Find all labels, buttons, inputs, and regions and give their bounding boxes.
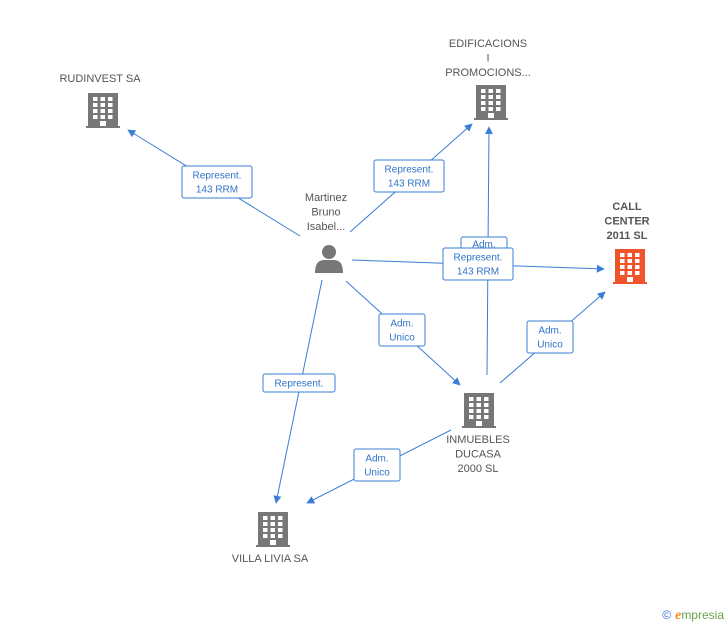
edge-label-text: Represent. [275, 379, 324, 390]
edge-inmuebles-callcenter: Adm. Unico [499, 291, 606, 384]
brand-name: mpresia [681, 608, 724, 622]
node-label: I [486, 53, 489, 65]
node-label: 2011 SL [607, 230, 648, 242]
edge-label-box[interactable] [442, 247, 514, 281]
node-edificacions[interactable]: EDIFICACIONS I PROMOCIONS... [445, 38, 531, 120]
edge-label-box[interactable] [373, 159, 445, 193]
edge-label-text: Unico [364, 468, 390, 479]
edge-label-box[interactable] [378, 313, 426, 347]
edge-label-text: Represent. [385, 165, 434, 176]
edge-label-text: Adm. [472, 240, 495, 251]
node-label: EDIFICACIONS [449, 38, 527, 50]
edge-label-text: 143 RRM [196, 185, 238, 196]
edge-label-box[interactable] [262, 373, 336, 393]
person-icon[interactable] [315, 245, 343, 273]
edge-martinez-edificacions: Represent. 143 RRM [349, 123, 473, 233]
building-icon[interactable] [474, 85, 508, 120]
edge-inmuebles-villalivia: Adm. Unico [306, 429, 452, 504]
edge-martinez-villalivia: Represent. [262, 279, 336, 504]
building-icon[interactable] [86, 93, 120, 128]
edge-label-box[interactable] [353, 448, 401, 482]
node-callcenter[interactable]: CALL CENTER 2011 SL [604, 201, 650, 284]
node-inmuebles[interactable]: INMUEBLES DUCASA 2000 SL [446, 393, 510, 475]
node-label: 2000 SL [458, 463, 499, 475]
edge-label-text: Represent. [193, 171, 242, 182]
node-label: RUDINVEST SA [59, 73, 141, 85]
edge-label-text: Unico [389, 333, 415, 344]
building-icon[interactable] [613, 249, 647, 284]
footer-brand: ©empresia [662, 608, 724, 624]
node-label: CALL [612, 201, 642, 213]
edge-label-box[interactable] [181, 165, 253, 199]
edge-label-text: Unico [537, 340, 563, 351]
node-rudinvest[interactable]: RUDINVEST SA [59, 73, 141, 128]
edge-label-box[interactable] [526, 320, 574, 354]
edge-label-text: Adm. [365, 454, 388, 465]
node-label: Bruno [311, 207, 340, 219]
building-icon[interactable] [462, 393, 496, 428]
node-villalivia[interactable]: VILLA LIVIA SA [232, 512, 309, 565]
node-label: CENTER [604, 216, 649, 228]
node-label: INMUEBLES [446, 434, 510, 446]
node-label: VILLA LIVIA SA [232, 553, 309, 565]
node-label: Martinez [305, 192, 347, 204]
node-label: PROMOCIONS... [445, 67, 531, 79]
node-label: DUCASA [455, 449, 502, 461]
nodes-layer: RUDINVEST SA EDIFICACIONS I PROMOCIONS... CA… [59, 38, 649, 565]
copyright-symbol: © [662, 608, 672, 622]
edge-label-text: 143 RRM [388, 179, 430, 190]
edge-label-text: Adm. [390, 319, 413, 330]
node-martinez[interactable]: MartinezBrunoIsabel... [305, 192, 347, 273]
edge-label-text: Adm. [538, 326, 561, 337]
edge-label-text: 143 RRM [457, 267, 499, 278]
building-icon[interactable] [256, 512, 290, 547]
edge-label-text: Represent. [454, 253, 503, 264]
edge-martinez-callcenter: Represent. 143 RRM [351, 247, 605, 281]
brand-logo-letter: e [675, 608, 682, 623]
edge-martinez-inmuebles: Adm. Unico [345, 280, 461, 386]
edge-martinez-rudinvest: Represent. 143 RRM [127, 129, 301, 237]
node-label: Isabel... [307, 221, 346, 233]
